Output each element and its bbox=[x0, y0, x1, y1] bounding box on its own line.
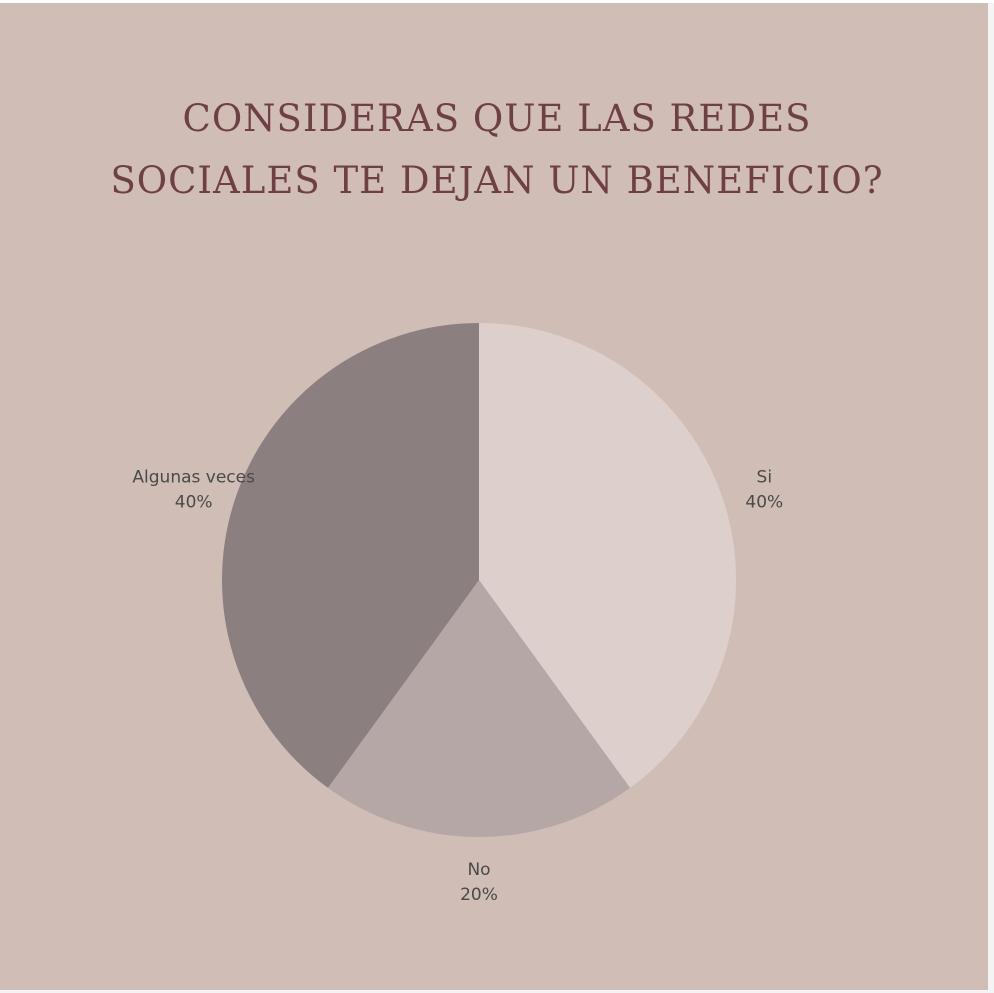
pie-slice-si bbox=[479, 323, 737, 788]
slice-value-si: 40% bbox=[745, 492, 783, 512]
slice-label-algunas-veces: Algunas veces bbox=[132, 467, 255, 487]
slice-label-si: Si bbox=[757, 467, 773, 487]
chart-title-line-2: SOCIALES TE DEJAN UN BENEFICIO? bbox=[110, 159, 884, 202]
slice-value-algunas-veces: 40% bbox=[175, 492, 213, 512]
pie-slices bbox=[221, 323, 737, 838]
chart-title-line-1: CONSIDERAS QUE LAS REDES bbox=[182, 97, 812, 140]
pie-slice-no bbox=[327, 580, 631, 838]
slice-value-no: 20% bbox=[460, 885, 498, 905]
slice-label-no: No bbox=[467, 860, 490, 880]
chart-title: CONSIDERAS QUE LAS REDES SOCIALES TE DEJ… bbox=[0, 88, 994, 212]
pie-labels: Si 40% No 20% Algunas veces 40% bbox=[132, 467, 783, 905]
pie-slice-algunas-veces bbox=[221, 323, 479, 788]
